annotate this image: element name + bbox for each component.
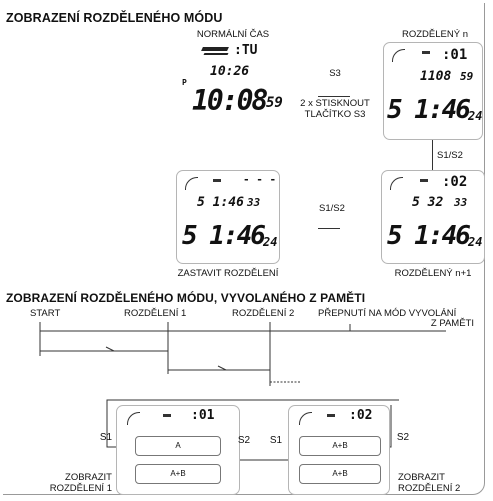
pm-indicator: P: [182, 78, 187, 87]
normal-time-screen: :TU 10:26 P 10:08 59: [180, 42, 285, 132]
recall-s2-mid: S2: [237, 435, 251, 446]
split-n-middle-sub: 59: [460, 70, 474, 83]
recall-right-box-b: A+B: [299, 464, 381, 484]
dash-mark: [422, 51, 430, 54]
timeline-switch-line2: Z PAMĚTI: [430, 318, 474, 329]
s1s2-horizontal-arrow: [318, 228, 340, 229]
split-n1-top-right: :02: [442, 174, 468, 190]
show-split2-line2: ROZDĚLENÍ 2: [398, 483, 461, 494]
recall-right-top: :02: [349, 408, 373, 423]
split-n-top-right: :01: [442, 47, 468, 63]
s1s2-horizontal-label: S1/S2: [319, 203, 345, 214]
recall-s2-right: S2: [396, 432, 410, 443]
corner-arc: [390, 177, 403, 190]
stop-middle-sub: 33: [247, 196, 261, 209]
s1s2-vertical-label: S1/S2: [437, 150, 463, 161]
split-n1-hundredths: 24: [468, 235, 483, 249]
dash-mark: [327, 414, 335, 417]
split-n1-middle-sub: 33: [454, 196, 468, 209]
s1s2-vertical-arrow: [432, 140, 433, 170]
split-n1-screen: :02 5 32 33 5 1:46 24: [381, 170, 485, 264]
stop-split-screen: - - - 5 1:46 33 5 1:46 24: [176, 170, 280, 264]
split-mode-title: ZOBRAZENÍ ROZDĚLENÉHO MÓDU: [6, 11, 223, 25]
stop-hundredths: 24: [263, 235, 278, 249]
dash-mark: [213, 179, 221, 182]
recall-mode-title: ZOBRAZENÍ ROZDĚLENÉHO MÓDU, VYVOLANÉHO Z…: [6, 291, 366, 305]
stop-split-caption: ZASTAVIT ROZDĚLENÍ: [177, 268, 279, 279]
show-split1-line1: ZOBRAZIT: [65, 472, 112, 483]
recall-s1-left: S1: [99, 432, 113, 443]
show-split1-line2: ROZDĚLENÍ 1: [49, 483, 112, 494]
s3-label: S3: [329, 68, 341, 79]
recall-left-box-b: A+B: [135, 464, 221, 484]
normal-top-right: :TU: [234, 43, 258, 58]
stop-top-right: - - -: [243, 173, 277, 186]
normal-main-time: 10:08: [192, 84, 268, 117]
stop-main: 5 1:46: [182, 221, 266, 251]
timeline-start: START: [30, 308, 61, 319]
recall-left-box-a: A: [135, 436, 221, 456]
show-split2-line1: ZOBRAZIT: [398, 472, 445, 483]
split-n-screen: :01 1108 59 5 1:46 24: [383, 42, 483, 140]
corner-arc: [299, 412, 312, 425]
split-n-hundredths: 24: [468, 109, 483, 123]
s3-note-line1: 2 x STISKNOUT: [300, 98, 370, 109]
timeline-switch-line1: PŘEPNUTÍ NA MÓD VYVOLÁNÍ: [318, 308, 457, 319]
normal-middle-time: 10:26: [210, 64, 250, 79]
recall-s1-mid: S1: [269, 435, 283, 446]
dash-mark: [163, 414, 171, 417]
recall-right-box-a: A+B: [299, 436, 381, 456]
s3-note-line2: TLAČÍTKO S3: [304, 109, 366, 120]
split-n1-main: 5 1:46: [387, 221, 471, 251]
normal-time-caption: NORMÁLNÍ ČAS: [196, 29, 270, 40]
split-n1-caption: ROZDĚLENÝ n+1: [394, 268, 472, 279]
timeline-split2: ROZDĚLENÍ 2: [232, 308, 295, 319]
s3-arrow-line: [318, 96, 350, 97]
stop-middle: 5 1:46: [197, 195, 244, 210]
dash-mark: [420, 179, 428, 182]
recall-left-screen: :01 A A+B: [116, 405, 240, 495]
split-n-caption: ROZDĚLENÝ n: [402, 29, 468, 40]
split-n-main: 5 1:46: [387, 95, 471, 125]
corner-arc: [127, 412, 140, 425]
corner-arc: [392, 49, 405, 62]
timeline-split1: ROZDĚLENÍ 1: [124, 308, 187, 319]
normal-seconds: 59: [266, 95, 283, 111]
split-n1-middle: 5 32: [412, 195, 444, 210]
recall-right-screen: :02 A+B A+B: [288, 405, 390, 495]
split-n-middle: 1108: [420, 69, 452, 84]
recall-left-top: :01: [191, 408, 215, 423]
corner-arc: [185, 177, 198, 190]
